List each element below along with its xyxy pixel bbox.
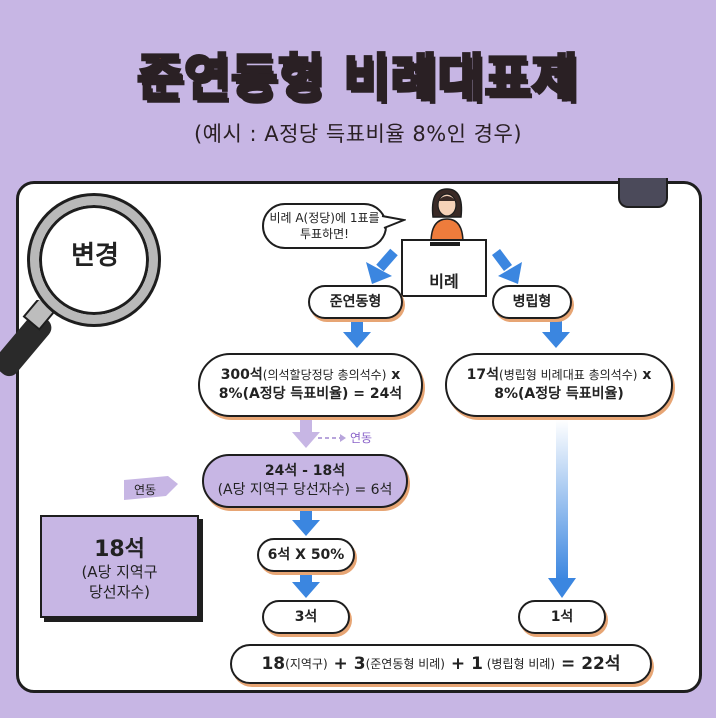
left-calc-2-line1: 24석 - 18석 bbox=[264, 463, 346, 480]
left-calc-2-line2: (A당 지역구 당선자수) = 6석 bbox=[217, 482, 393, 498]
magnifier-icon bbox=[30, 196, 158, 324]
total-plus-2: + bbox=[444, 653, 472, 674]
left-calc-1-tail: x bbox=[386, 367, 401, 384]
arrow-right-1 bbox=[542, 320, 570, 348]
right-calc-1-line1: 17석(병립형 비례대표 총의석수) x bbox=[467, 366, 652, 385]
total-part1: 18 bbox=[261, 653, 286, 674]
arrow-right-long bbox=[548, 420, 576, 598]
left-calc-3: 6석 X 50% bbox=[257, 538, 355, 572]
total-part3: 1 bbox=[471, 653, 483, 674]
total-result: = 22석 bbox=[555, 653, 621, 674]
left-result-text: 3석 bbox=[294, 608, 318, 625]
district-winners-line2: 당선자수) bbox=[88, 582, 151, 601]
arrow-ballot-to-right bbox=[492, 249, 522, 284]
right-result: 1석 bbox=[518, 600, 606, 634]
ballot-box-label: 비례 bbox=[429, 272, 459, 291]
right-result-text: 1석 bbox=[550, 608, 574, 625]
speech-bubble: 비례 A(정당)에 1표를 투표하면! bbox=[262, 203, 387, 249]
right-calc-1: 17석(병립형 비례대표 총의석수) x 8%(A정당 득표비율) bbox=[445, 353, 673, 417]
total-part2: 3 bbox=[353, 653, 366, 674]
total-part3-label: (병립형 비례) bbox=[482, 656, 556, 671]
side-link-label: 연동 bbox=[134, 483, 157, 497]
right-calc-1-bold: 17석 bbox=[466, 367, 500, 384]
right-calc-1-small: (병립형 비례대표 총의석수) bbox=[499, 368, 638, 383]
arrow-ballot-to-left bbox=[366, 248, 398, 284]
left-calc-1-line2: 8%(A정당 득표비율) = 24석 bbox=[218, 386, 403, 402]
left-calc-1-bold: 300석 bbox=[220, 367, 263, 384]
left-calc-1-line1: 300석(의석할당정당 총의석수) x bbox=[221, 366, 401, 385]
speech-bubble-tail bbox=[381, 215, 406, 229]
left-calc-1-small: (의석할당정당 총의석수) bbox=[262, 368, 387, 383]
right-branch-label-text: 병립형 bbox=[512, 293, 552, 310]
right-calc-1-tail: x bbox=[637, 367, 652, 384]
ballot-box bbox=[401, 239, 487, 297]
left-calc-3-text: 6석 X 50% bbox=[267, 546, 345, 563]
district-winners-box: 18석 (A당 지역구 당선자수) bbox=[40, 515, 199, 618]
arrow-left-2 bbox=[292, 508, 320, 536]
left-branch-label: 준연동형 bbox=[308, 285, 403, 319]
right-calc-1-line2: 8%(A정당 득표비율) bbox=[494, 386, 624, 402]
total-plus-1: + bbox=[327, 653, 354, 674]
left-calc-2: 24석 - 18석 (A당 지역구 당선자수) = 6석 bbox=[202, 454, 408, 508]
speech-line-2: 투표하면! bbox=[300, 227, 349, 242]
total-part2-label: (준연동형 비례) bbox=[365, 656, 445, 671]
arrow-link-purple bbox=[292, 420, 346, 448]
arrow-left-1 bbox=[343, 320, 371, 348]
change-badge-label: 변경 bbox=[71, 241, 119, 271]
arrow-left-3 bbox=[292, 570, 320, 598]
page-title: 준연동형 비례대표제 bbox=[136, 48, 579, 109]
arrow-side-link bbox=[124, 476, 178, 500]
district-winners-number: 18석 bbox=[94, 537, 145, 562]
left-result: 3석 bbox=[262, 600, 350, 634]
ballot-slot bbox=[430, 242, 460, 246]
page-subtitle: (예시 : A정당 득표비율 8%인 경우) bbox=[193, 122, 523, 146]
link-label-right: 연동 bbox=[350, 431, 373, 445]
left-calc-1: 300석(의석할당정당 총의석수) x 8%(A정당 득표비율) = 24석 bbox=[198, 353, 423, 417]
total-formula: 18(지역구) + 3(준연동형 비례) + 1 (병립형 비례) = 22석 bbox=[230, 644, 652, 684]
speech-line-1: 비례 A(정당)에 1표를 bbox=[269, 211, 380, 225]
right-branch-label: 병립형 bbox=[492, 285, 572, 319]
voter-figure-icon bbox=[430, 188, 464, 243]
left-branch-label-text: 준연동형 bbox=[329, 293, 382, 310]
district-winners-line1: (A당 지역구 bbox=[81, 563, 158, 581]
bookmark-tab-icon bbox=[618, 178, 668, 208]
total-part1-label: (지역구) bbox=[285, 656, 328, 671]
